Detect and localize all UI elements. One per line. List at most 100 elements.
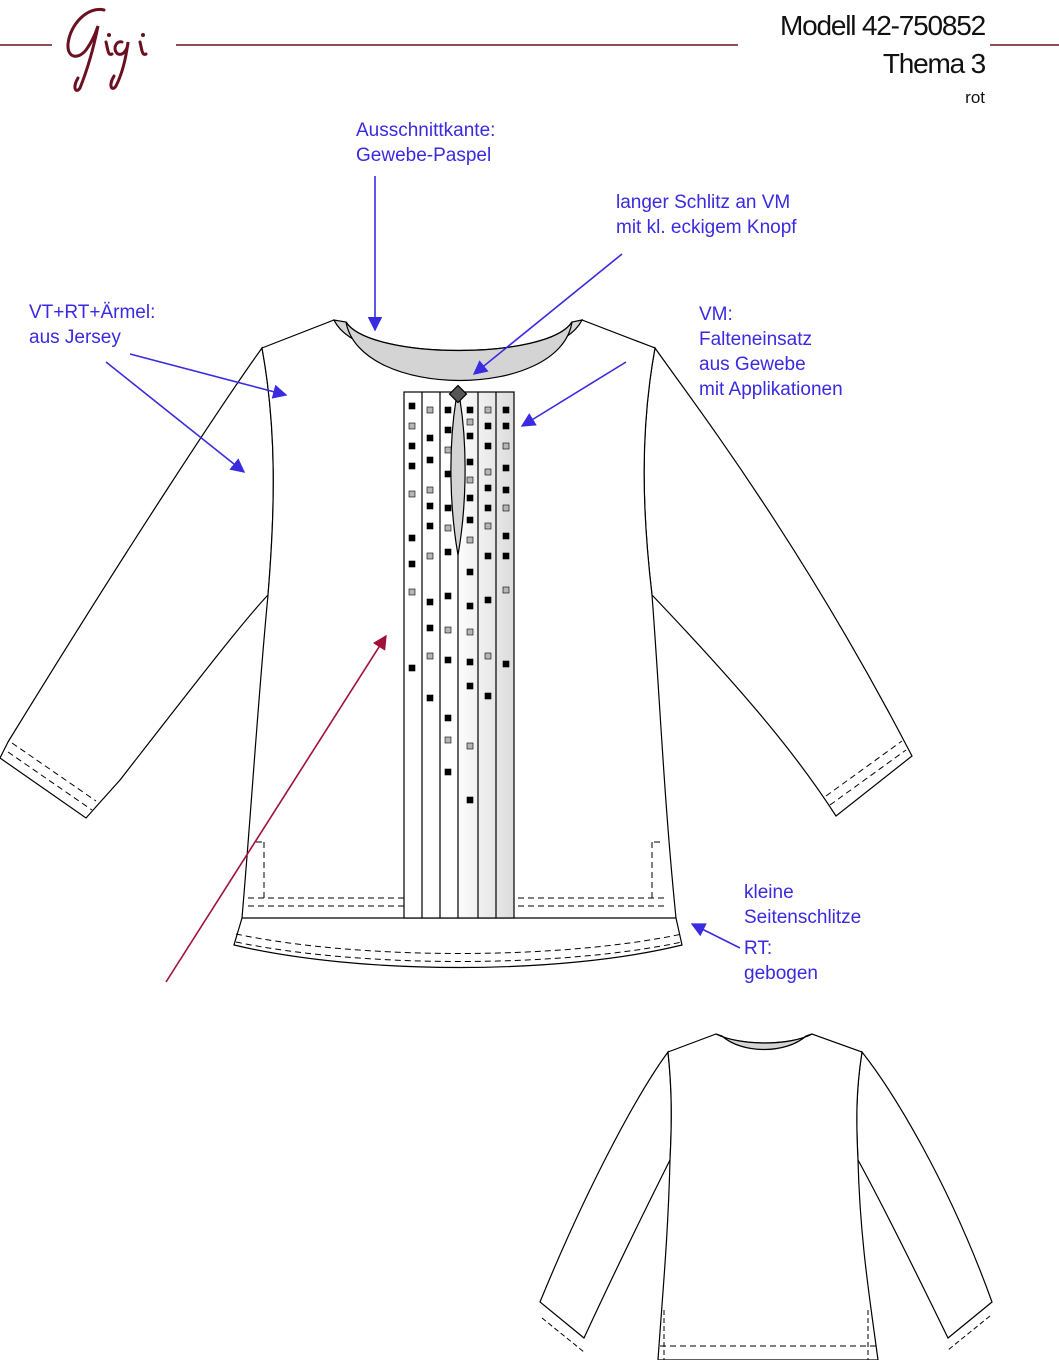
arrow-body-front: [129, 353, 288, 399]
annotation-line: Ausschnittkante:: [356, 120, 496, 141]
application-square: [466, 432, 474, 440]
application-square: [408, 588, 416, 596]
annotation-slit: langer Schlitz an VM mit kl. eckigem Kno…: [616, 190, 797, 240]
application-square: [408, 664, 416, 672]
application-square: [408, 462, 416, 470]
application-square: [466, 568, 474, 576]
application-square: [408, 534, 416, 542]
application-square: [484, 522, 492, 530]
application-square: [502, 422, 510, 430]
left-side-slit: [256, 841, 265, 898]
annotation-line: VT+RT+Ärmel:: [29, 302, 156, 323]
application-square: [466, 602, 474, 610]
application-square: [466, 476, 474, 484]
annotation-side-slits: kleine Seitenschlitze: [744, 880, 861, 930]
application-square: [484, 406, 492, 414]
back-body: [657, 1033, 879, 1360]
application-square: [444, 714, 452, 722]
application-square: [484, 692, 492, 700]
application-square: [484, 504, 492, 512]
application-square: [444, 768, 452, 776]
application-square: [444, 656, 452, 664]
back-hem-stitch: [235, 933, 683, 962]
model-number: Modell 42-750852: [780, 10, 986, 41]
application-square: [502, 442, 510, 450]
application-square: [408, 490, 416, 498]
application-square: [466, 418, 474, 426]
annotation-line: mit kl. eckigem Knopf: [616, 217, 797, 238]
annotation-line: gebogen: [744, 963, 818, 984]
application-square: [444, 406, 452, 414]
annotation-line: mit Applikationen: [699, 379, 843, 400]
annotation-line: aus Jersey: [29, 327, 121, 348]
application-square: [502, 406, 510, 414]
application-square: [444, 446, 452, 454]
application-square: [408, 402, 416, 410]
application-square: [484, 422, 492, 430]
annotation-line: aus Gewebe: [699, 354, 806, 375]
annotation-line: Falteneinsatz: [699, 329, 813, 350]
back-right-sleeve: [856, 1050, 993, 1339]
application-square: [466, 536, 474, 544]
color-variant: rot: [965, 88, 985, 107]
application-square: [466, 658, 474, 666]
front-view: [0, 319, 913, 969]
pleat-placket: [403, 391, 515, 919]
annotation-line: langer Schlitz an VM: [616, 192, 791, 213]
application-square: [444, 736, 452, 744]
application-square: [444, 592, 452, 600]
back-neck-paspel: [715, 1033, 813, 1051]
application-square: [408, 422, 416, 430]
arrow-sleeve: [105, 361, 246, 473]
arrow-slit: [472, 253, 623, 375]
application-square: [502, 532, 510, 540]
back-left-sleeve: [539, 1050, 672, 1339]
right-sleeve: [643, 346, 913, 817]
application-square: [426, 502, 434, 510]
annotation-neckline: Ausschnittkante: Gewebe-Paspel: [356, 118, 495, 168]
application-square: [426, 456, 434, 464]
application-square: [484, 652, 492, 660]
application-square: [466, 796, 474, 804]
annotation-line: Seitenschlitze: [744, 907, 862, 928]
application-square: [444, 470, 452, 478]
application-square: [408, 560, 416, 568]
application-square: [426, 624, 434, 632]
annotation-arrows: [105, 176, 741, 983]
application-square: [466, 682, 474, 690]
application-square: [426, 486, 434, 494]
application-square: [466, 458, 474, 466]
application-square: [502, 552, 510, 560]
application-square: [444, 504, 452, 512]
application-square: [444, 426, 452, 434]
gigi-logo: [66, 7, 148, 92]
application-square: [426, 406, 434, 414]
application-square: [426, 694, 434, 702]
annotation-placket: VM: Falteneinsatz aus Gewebe mit Applika…: [699, 302, 843, 402]
right-cuff-stitch: [825, 740, 907, 806]
left-cuff-stitch: [7, 742, 97, 811]
back-view: [539, 1033, 993, 1360]
application-square: [426, 552, 434, 560]
arrow-side-slit: [690, 923, 741, 949]
application-square: [426, 598, 434, 606]
theme-label: Thema 3: [882, 48, 986, 79]
application-square: [502, 464, 510, 472]
application-square: [484, 442, 492, 450]
application-square: [408, 442, 416, 450]
application-square: [466, 628, 474, 636]
application-square: [466, 494, 474, 502]
annotation-line: kleine: [744, 882, 794, 903]
arrow-red: [165, 634, 387, 983]
application-square: [502, 486, 510, 494]
annotation-back-hem: RT: gebogen: [744, 936, 818, 986]
square-button: [448, 384, 468, 404]
application-square: [426, 522, 434, 530]
application-square: [444, 548, 452, 556]
application-square: [484, 596, 492, 604]
application-square: [426, 434, 434, 442]
placket-applications: [408, 402, 510, 804]
left-sleeve: [0, 346, 274, 819]
application-square: [484, 552, 492, 560]
annotation-body: VT+RT+Ärmel: aus Jersey: [29, 300, 155, 350]
